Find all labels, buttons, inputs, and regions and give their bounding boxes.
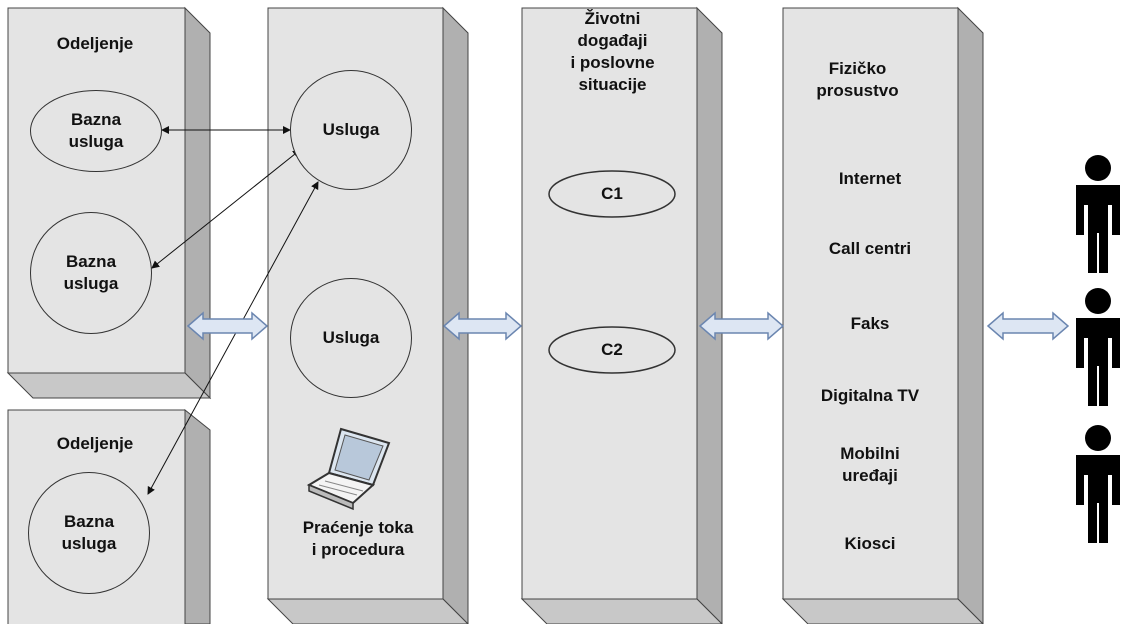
situation-oval-c2 — [548, 326, 676, 374]
channel-fax: Faks — [850, 314, 890, 333]
box-side — [184, 6, 211, 400]
base-service-label: Bazna usluga — [68, 110, 124, 151]
box-side — [696, 6, 723, 626]
base-service-node: Bazna usluga — [30, 90, 162, 172]
situation-label-c2: C2 — [601, 340, 623, 359]
box-face — [521, 7, 698, 600]
double-arrow-2 — [442, 311, 523, 341]
box-bottom — [266, 598, 470, 625]
box-side — [957, 6, 984, 626]
channels-title: Fizičko prosustvo — [816, 59, 899, 100]
department-title: Odeljenje — [56, 434, 134, 453]
situation-label-c1: C1 — [601, 184, 623, 203]
department-title: Odeljenje — [56, 34, 134, 53]
channel-digital-tv: Digitalna TV — [820, 386, 920, 405]
base-service-node: Bazna usluga — [30, 212, 152, 334]
channel-call-centers: Call centri — [828, 239, 912, 258]
channel-mobile-devices: Mobilni uređaji — [840, 444, 900, 485]
box-face — [782, 7, 959, 600]
person-icon — [1076, 155, 1120, 273]
department-box-1 — [6, 6, 212, 400]
channel-kiosks: Kiosci — [844, 534, 896, 553]
situation-oval-c1 — [548, 170, 676, 218]
situations-title: Životni događaji i poslovne situacije — [570, 9, 655, 94]
double-arrow-4 — [986, 311, 1070, 341]
laptop-icon — [305, 425, 397, 517]
double-arrow-1 — [186, 311, 269, 341]
box-bottom — [520, 598, 724, 625]
users-group — [1076, 155, 1120, 543]
situations-box — [520, 6, 724, 626]
person-icon — [1076, 425, 1120, 543]
link-base3-service1 — [147, 181, 319, 495]
base-service-label: Bazna usluga — [63, 252, 119, 293]
block-arrows — [186, 311, 1070, 341]
box-bottom — [781, 598, 985, 625]
services-caption: Praćenje toka i procedura — [302, 518, 414, 559]
service-node: Usluga — [290, 278, 412, 398]
base-service-node: Bazna usluga — [28, 472, 150, 594]
box-bottom — [6, 372, 212, 399]
person-icon — [1076, 288, 1120, 406]
service-label: Usluga — [322, 120, 380, 139]
base-service-label: Bazna usluga — [61, 512, 117, 553]
channel-internet: Internet — [838, 169, 902, 188]
service-label: Usluga — [322, 328, 380, 347]
double-arrow-3 — [698, 311, 785, 341]
service-node: Usluga — [290, 70, 412, 190]
box-side — [184, 408, 211, 625]
